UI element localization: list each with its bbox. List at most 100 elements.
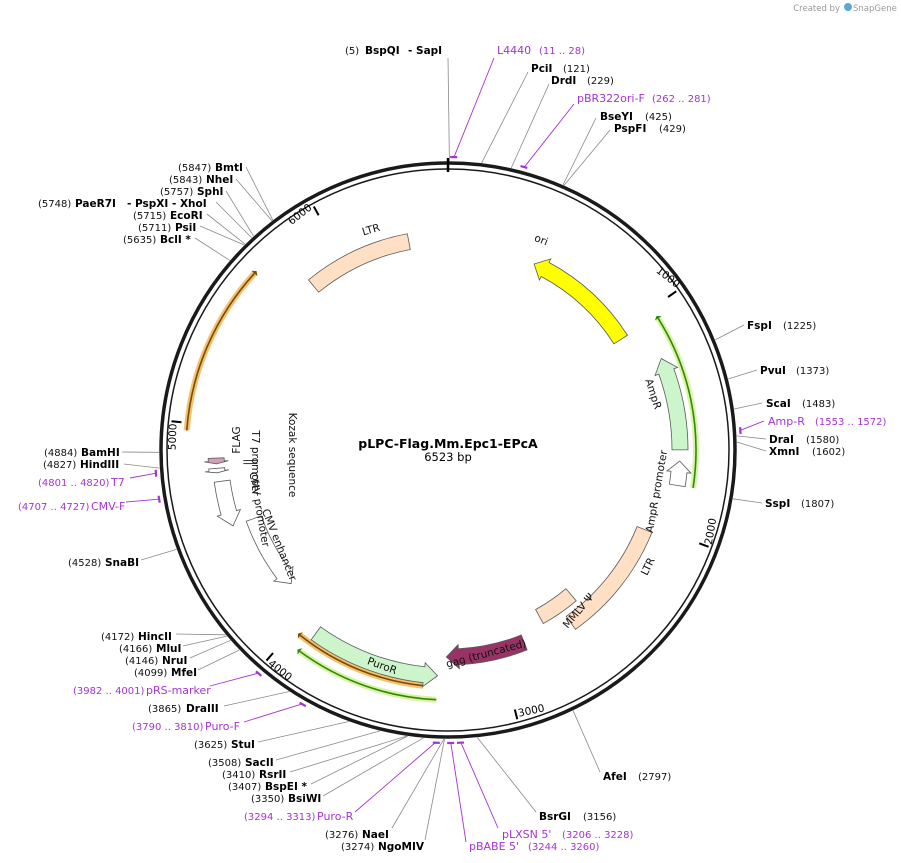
enzyme-ngomiv[interactable]: (3274) NgoMIV	[341, 841, 425, 853]
ruler-ticks	[171, 158, 709, 720]
enzyme-bspei[interactable]: (3407) BspEI *	[228, 781, 308, 793]
svg-text:SspI: SspI	[765, 498, 790, 510]
leader-primer-prs-marker	[209, 672, 260, 687]
enzyme-xmni[interactable]: XmnI (1602)	[769, 446, 845, 458]
feature-label-ltr-left: LTR	[361, 222, 382, 239]
svg-text:(3244 .. 3260): (3244 .. 3260)	[528, 842, 600, 853]
svg-text:RsrII: RsrII	[259, 769, 286, 781]
svg-text:(4172): (4172)	[101, 632, 134, 643]
enzyme-paer7i[interactable]: (5748) PaeR7I - PspXI - XhoI	[38, 198, 207, 210]
enzyme-bamhi[interactable]: (4884) BamHI	[44, 447, 120, 459]
leader-rsrii	[289, 735, 407, 773]
primer-l4440[interactable]: L4440 (11 .. 28)	[497, 44, 585, 57]
primer-pbabe-5[interactable]: pBABE 5' (3244 .. 3260)	[469, 840, 600, 853]
enzyme-stui[interactable]: (3625) StuI	[194, 739, 255, 751]
enzyme-psii[interactable]: (5711) PsiI	[138, 222, 196, 234]
enzyme-sphi[interactable]: (5757) SphI	[160, 186, 223, 198]
primer-mark-prs-marker	[255, 670, 263, 677]
svg-text:BmtI: BmtI	[215, 162, 243, 174]
tick-mark-3000	[513, 709, 519, 720]
svg-text:(4884): (4884)	[44, 448, 77, 459]
enzyme-hindiii[interactable]: (4827) HindIII	[43, 459, 119, 471]
enzyme-nrui[interactable]: (4146) NruI	[125, 655, 187, 667]
orf-orange-left-line	[185, 272, 256, 431]
enzyme-pcii[interactable]: PciI (121)	[531, 63, 590, 75]
svg-text:Puro-F: Puro-F	[205, 720, 240, 733]
leader-psii	[199, 225, 245, 246]
enzyme-bspqi[interactable]: (5) BspQI - SapI	[345, 45, 442, 57]
svg-text:(3156): (3156)	[583, 812, 616, 823]
svg-text:(4146): (4146)	[125, 656, 158, 667]
primer-cmv-f[interactable]: (4707 .. 4727) CMV-F	[18, 500, 125, 513]
enzyme-labels: (5) BspQI - SapI PciI (121) DrdI (229) B…	[38, 45, 845, 853]
primer-amp-r[interactable]: Amp-R (1553 .. 1572)	[768, 415, 887, 428]
enzyme-draiii[interactable]: (3865) DraIII	[148, 703, 219, 715]
leader-primer-plxsn-5	[460, 741, 499, 829]
primer-t7[interactable]: (4801 .. 4820) T7	[38, 476, 125, 489]
enzyme-bsiwi[interactable]: (3350) BsiWI	[251, 793, 321, 805]
leader-snabi	[140, 548, 177, 561]
svg-text:(3407): (3407)	[228, 782, 261, 793]
feature-cmv-promoter-8	[213, 479, 242, 527]
tick-mark-2000	[698, 542, 709, 548]
leader-hindiii	[123, 463, 160, 469]
enzyme-rsrii[interactable]: (3410) RsrII	[222, 769, 286, 781]
enzyme-nhei[interactable]: (5843) NheI	[169, 174, 233, 186]
enzyme-mfei[interactable]: (4099) MfeI	[134, 667, 197, 679]
svg-text:(4827): (4827)	[43, 460, 76, 471]
svg-text:(1483): (1483)	[802, 399, 835, 410]
enzyme-snabi[interactable]: (4528) SnaBI	[68, 557, 139, 569]
primer-prs-marker[interactable]: (3982 .. 4001) pRS-marker	[73, 684, 211, 697]
primer-plxsn-5[interactable]: pLXSN 5' (3206 .. 3228)	[502, 828, 634, 841]
svg-text:MfeI: MfeI	[171, 667, 197, 679]
svg-text:NgoMIV: NgoMIV	[378, 841, 425, 853]
svg-text:(1553 .. 1572): (1553 .. 1572)	[815, 417, 887, 428]
enzyme-naei[interactable]: (3276) NaeI	[325, 829, 389, 841]
svg-text:SacII: SacII	[245, 757, 274, 769]
enzyme-sspi[interactable]: SspI (1807)	[765, 498, 834, 510]
leader-bspei	[310, 735, 408, 785]
leader-drdi	[510, 83, 550, 169]
svg-text:(1373): (1373)	[796, 366, 829, 377]
svg-text:BamHI: BamHI	[81, 447, 120, 459]
feature-label-flag: FLAG	[231, 426, 243, 453]
svg-text:pBABE 5': pBABE 5'	[469, 840, 519, 853]
primer-pbr322ori-f[interactable]: pBR322ori-F (262 .. 281)	[577, 92, 711, 105]
svg-text:(4099): (4099)	[134, 668, 167, 679]
leader-bseyi	[562, 117, 597, 186]
svg-text:(3625): (3625)	[194, 740, 227, 751]
enzyme-drdi[interactable]: DrdI (229)	[551, 75, 614, 87]
svg-text:AfeI: AfeI	[603, 771, 627, 783]
svg-text:HindIII: HindIII	[80, 459, 119, 471]
enzyme-drai[interactable]: DraI (1580)	[769, 434, 839, 446]
enzyme-bmti[interactable]: (5847) BmtI	[178, 162, 243, 174]
enzyme-afei[interactable]: AfeI (2797)	[603, 771, 671, 783]
primer-puro-r[interactable]: (3294 .. 3313) Puro-R	[244, 810, 354, 823]
feature-label-ltr-right: LTR	[639, 556, 658, 578]
enzyme-pvui[interactable]: PvuI (1373)	[760, 365, 829, 377]
enzyme-scai[interactable]: ScaI (1483)	[766, 398, 835, 410]
leader-naei	[391, 738, 445, 829]
enzyme-mlui[interactable]: (4166) MluI	[119, 643, 181, 655]
feature-t7-promoter-9	[204, 467, 229, 474]
enzyme-bcli[interactable]: (5635) BclI *	[123, 234, 191, 246]
leader-stui	[257, 721, 349, 743]
enzyme-fspi[interactable]: FspI (1225)	[747, 320, 816, 332]
enzyme-pspfi[interactable]: PspFI (429)	[614, 123, 686, 135]
leader-bspqi	[447, 57, 450, 162]
enzyme-bseyi[interactable]: BseYI (425)	[600, 111, 672, 123]
enzyme-sacii[interactable]: (3508) SacII	[208, 757, 274, 769]
leader-primer-pbr322ori-f	[523, 103, 575, 169]
enzyme-ecori[interactable]: (5715) EcoRI	[133, 210, 203, 222]
enzyme-bsrgi[interactable]: BsrGI (3156)	[539, 811, 616, 823]
credit-created-by: Created by	[793, 4, 840, 14]
orf-orange-left-glow	[183, 271, 257, 431]
svg-text:(429): (429)	[659, 124, 686, 135]
feature-ltr-12	[307, 233, 411, 293]
svg-text:PaeR7I: PaeR7I	[75, 198, 116, 210]
primer-puro-f[interactable]: (3790 .. 3810) Puro-F	[132, 720, 240, 733]
enzyme-hincii[interactable]: (4172) HincII	[101, 631, 172, 643]
leader-scai	[733, 402, 763, 410]
svg-text:ScaI: ScaI	[766, 398, 791, 410]
